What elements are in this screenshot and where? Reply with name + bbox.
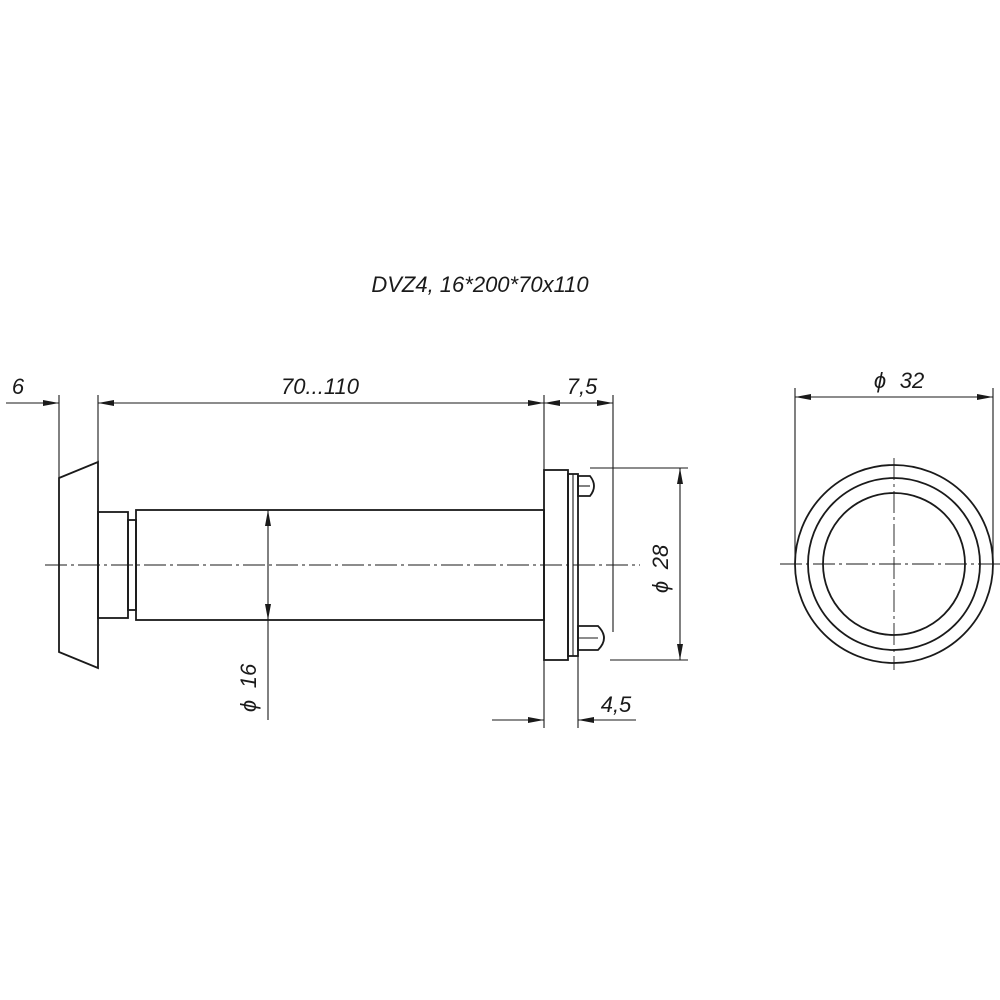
dim-label-7-5: 7,5 [567, 374, 598, 399]
dim-label-28-symbol: ϕ [648, 581, 673, 593]
dim-label-28: 28 [648, 544, 673, 570]
dim-label-16-symbol: ϕ [236, 700, 261, 712]
side-view [45, 460, 640, 670]
dim-label-70-110: 70...110 [281, 374, 360, 399]
dimensions-side: 6 70...110 7,5 ϕ 28 ϕ 16 4,5 [6, 374, 688, 728]
dim-label-4-5: 4,5 [601, 692, 632, 717]
dim-label-16: 16 [236, 663, 261, 688]
head-bottom-cap [577, 625, 605, 651]
dim-label-6: 6 [12, 374, 25, 399]
drawing-title: DVZ4, 16*200*70x110 [371, 272, 589, 297]
flange [58, 460, 99, 670]
head-top-cap [577, 475, 595, 497]
front-view: ϕ 32 [780, 368, 1000, 670]
dim-label-32: 32 [900, 368, 924, 393]
dim-label-32-symbol: ϕ [874, 368, 886, 393]
